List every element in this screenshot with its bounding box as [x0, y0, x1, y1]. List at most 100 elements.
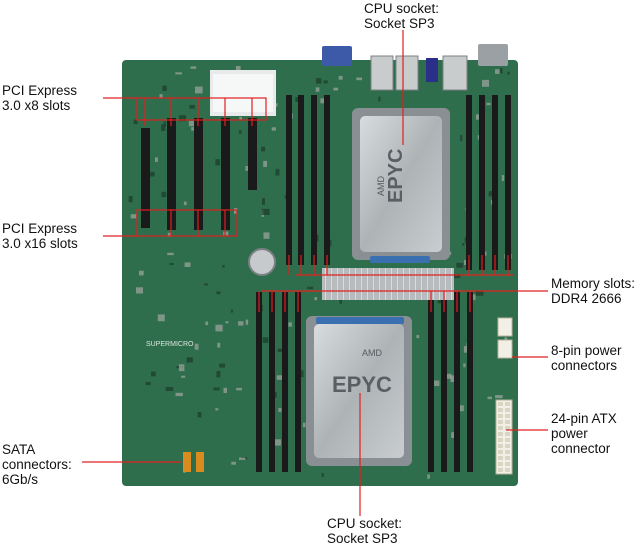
vga-connector: [322, 46, 352, 66]
pcb-component: [165, 387, 174, 391]
atx-pin: [505, 456, 510, 460]
pcb-component: [238, 130, 242, 134]
cpu-handle: [370, 256, 430, 263]
pcb-component: [204, 283, 208, 286]
pcb-component: [487, 396, 492, 400]
atx-pin: [498, 414, 503, 418]
heatsink-fin: [384, 268, 387, 300]
heatsink-fin: [450, 268, 453, 300]
pcb-component: [216, 370, 221, 378]
dimm-slot: [479, 95, 485, 270]
pcb-component: [139, 270, 144, 276]
label-line: CPU socket:: [364, 1, 440, 16]
pcb-component: [445, 373, 452, 379]
label-line: connector: [551, 441, 611, 456]
sata-port: [196, 452, 204, 472]
heatsink-fin: [438, 268, 441, 300]
atx-pin: [498, 450, 503, 454]
power-8pin-housing: [497, 317, 513, 337]
dimm-slot: [505, 95, 511, 270]
pcb-component: [462, 243, 465, 246]
label-line: connectors:: [2, 457, 72, 472]
pcb-component: [130, 214, 137, 219]
atx-pin: [498, 468, 503, 472]
pcb-component: [278, 408, 282, 412]
pcb-component: [238, 321, 244, 326]
brand-print: SUPERMICRO: [146, 341, 194, 348]
vrm-heatsink: [322, 268, 454, 300]
label-line: Memory slots:: [551, 276, 636, 291]
atx-pin: [505, 462, 510, 466]
atx-pin: [498, 408, 503, 412]
atx-pin: [505, 402, 510, 406]
dimm-slot: [466, 95, 472, 270]
pcie-x8-label: PCI Express 3.0 x8 slots: [2, 83, 77, 113]
pcb-component: [215, 324, 223, 332]
lan-port: [370, 55, 394, 91]
pcb-component: [236, 387, 242, 391]
cpu-bottom: AMD EPYC: [306, 316, 412, 466]
pcb-component: [245, 319, 249, 325]
pcb-component: [219, 363, 225, 368]
label-line: connectors: [551, 358, 618, 373]
pcb-component: [453, 274, 461, 279]
pcb-component: [239, 116, 242, 120]
label-line: 24-pin ATX: [551, 411, 617, 426]
pcb-component: [288, 322, 292, 327]
pcb-component: [427, 474, 430, 479]
cpu-heatspreader: [360, 116, 442, 252]
label-line: 3.0 x8 slots: [2, 98, 71, 113]
pcb-component: [475, 290, 484, 296]
pcb-component: [470, 294, 476, 301]
pcb-component: [157, 314, 165, 322]
pcb-component: [161, 191, 167, 198]
pcb-component: [213, 387, 220, 391]
lan-port: [395, 55, 419, 91]
sata-label: SATA connectors: 6Gb/s: [2, 442, 72, 487]
pcb-component: [486, 102, 491, 106]
cpu-brand-text: AMD: [362, 348, 383, 358]
atx-pin: [498, 438, 503, 442]
atx-24pin-connector: [495, 399, 513, 475]
pcb-component: [188, 121, 196, 127]
pcb-component: [495, 69, 500, 74]
pcb-component: [186, 357, 193, 363]
pcb-component: [315, 87, 320, 92]
pcie-slot: [221, 118, 230, 230]
pcb-component: [450, 375, 456, 382]
pcb-component: [128, 196, 133, 203]
pcb-component: [262, 337, 269, 343]
heatsink-fin: [354, 268, 357, 300]
pcb-component: [216, 291, 221, 295]
pcb-component: [261, 208, 270, 215]
pcb-component: [328, 239, 332, 247]
pcb-component: [271, 127, 276, 131]
pcb-component: [205, 321, 209, 326]
pcb-component: [416, 335, 420, 339]
pcb-component: [500, 68, 503, 74]
pcb-component: [183, 201, 187, 206]
dimm-slot: [282, 292, 288, 472]
heatsink-fin: [444, 268, 447, 300]
pcb-component: [314, 297, 318, 301]
power-8pin-label: 8-pin power connectors: [551, 343, 622, 373]
cpu-socket-top-label: CPU socket: Socket SP3: [364, 1, 439, 31]
pcb-component: [149, 171, 155, 177]
pcb-component: [222, 265, 225, 268]
heatsink-fin: [378, 268, 381, 300]
pcb-component: [321, 473, 324, 478]
atx-pin: [505, 450, 510, 454]
heatsink-fin: [396, 268, 399, 300]
cpu-socket-bottom-label: CPU socket: Socket SP3: [327, 516, 402, 546]
label-line: DDR4 2666: [551, 291, 622, 306]
pcb-component: [338, 75, 343, 80]
pcb-component: [432, 380, 440, 386]
atx-pin: [505, 432, 510, 436]
dimm-slot: [311, 95, 317, 265]
pcb-component: [273, 391, 277, 398]
dimm-slot: [298, 95, 304, 265]
callout-ticks: [144, 98, 509, 312]
pcb-component: [316, 78, 322, 84]
pcb-component: [155, 157, 158, 162]
